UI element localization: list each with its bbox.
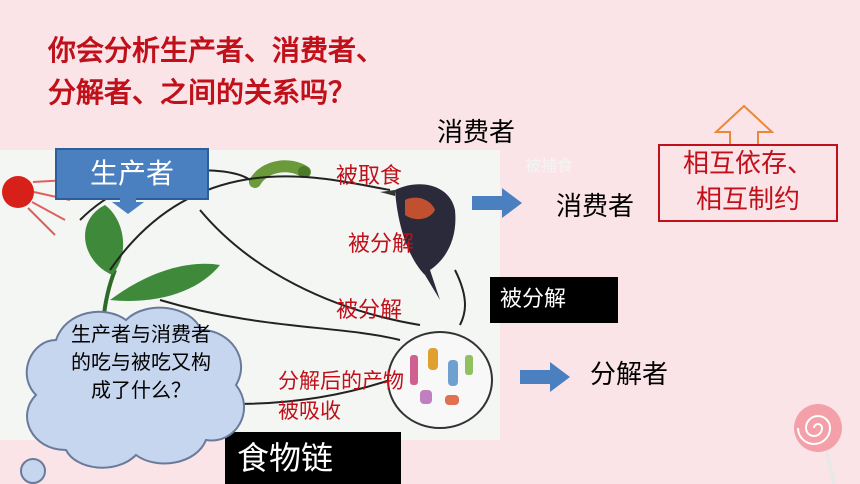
caterpillar-icon (249, 160, 311, 188)
bacteria-dish-icon (387, 331, 493, 429)
relation-line-1: 相互依存、 (682, 149, 813, 179)
bird-icon (380, 184, 456, 300)
arrow-right-icon-2 (520, 362, 570, 392)
arrow-right-icon (472, 188, 522, 218)
relation-line-2: 相互制约 (695, 185, 800, 215)
cloud-shape (25, 306, 246, 469)
decomposer-right-label: 分解者 (590, 360, 669, 390)
cloud-question-text: 生产者与消费者的吃与被吃又构成了什么？ (71, 322, 211, 402)
eaten-label: 被取食 (336, 164, 403, 189)
producer-box: 生产者 (55, 148, 209, 200)
absorbed-label: 分解后的产物被吸收 (278, 369, 404, 423)
decomposed-label-1: 被分解 (348, 232, 415, 257)
decomposed-label-2: 被分解 (336, 298, 403, 323)
consumer-right-label: 消费者 (556, 192, 635, 222)
thought-bubble-icon (20, 458, 46, 484)
food-chain-box: 食物链 (225, 432, 401, 484)
consumer-top-label: 消费者 (437, 118, 516, 148)
page-title: 你会分析生产者、消费者、 分解者、之间的关系吗？ (48, 30, 384, 114)
decomposed-box: 被分解 (490, 277, 618, 323)
title-line-1: 你会分析生产者、消费者、 (48, 34, 385, 67)
producer-arrow-icon (112, 196, 144, 214)
preyed-faint-label: 被捕食 (525, 156, 574, 175)
producer-label: 生产者 (89, 157, 174, 190)
title-line-2: 分解者、之间的关系吗？ (48, 76, 357, 109)
relation-box: 相互依存、 相互制约 (658, 144, 838, 222)
lollipop-icon (794, 404, 842, 484)
